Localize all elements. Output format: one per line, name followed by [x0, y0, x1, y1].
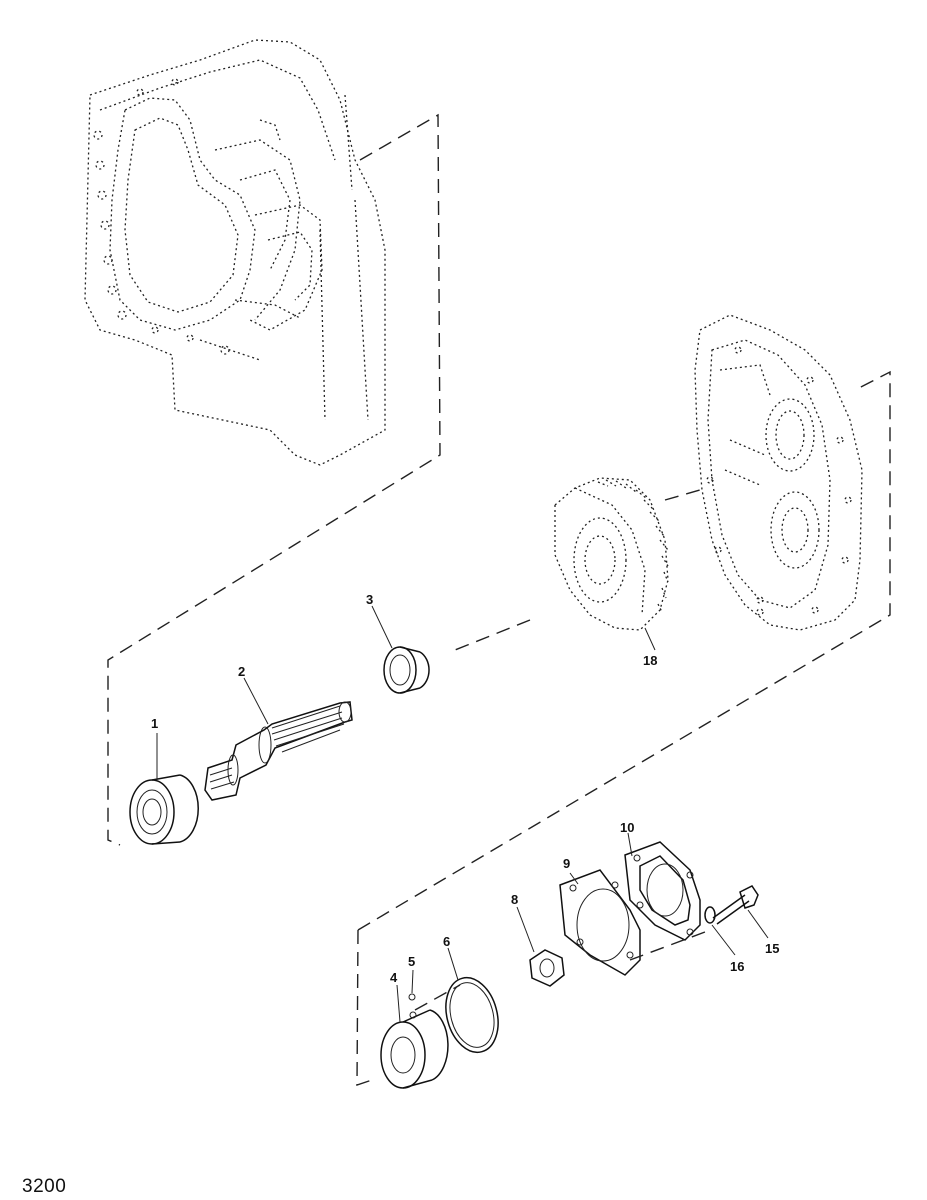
snap-ring-6: [445, 976, 499, 1054]
assembly-boundary-lines: [107, 113, 891, 1086]
part-label-2: 2: [238, 664, 245, 679]
rear-cover-housing: [694, 314, 863, 631]
part-label-1: 1: [151, 716, 158, 731]
part-label-10: 10: [620, 820, 634, 835]
bearing-retainer-10: [624, 841, 701, 941]
transmission-housing: [84, 39, 386, 466]
washer-16: [704, 906, 716, 924]
part-label-16: 16: [730, 959, 744, 974]
part-label-8: 8: [511, 892, 518, 907]
nut-8: [529, 949, 565, 987]
bearing-4: [380, 1009, 449, 1089]
driven-gear: [554, 477, 669, 631]
bearing-1: [129, 774, 199, 845]
output-shaft: [204, 701, 353, 801]
part-label-15: 15: [765, 941, 779, 956]
set-screw-5: [408, 993, 416, 1001]
gasket-9: [559, 869, 641, 976]
part-label-18: 18: [643, 653, 657, 668]
part-label-6: 6: [443, 934, 450, 949]
figure-number: 3200: [22, 1176, 67, 1197]
bolt-15: [712, 885, 759, 925]
part-label-3: 3: [366, 592, 373, 607]
part-label-4: 4: [390, 970, 398, 985]
bearing-3: [383, 646, 430, 694]
part-label-9: 9: [563, 856, 570, 871]
leader-lines: [156, 605, 769, 1023]
part-label-5: 5: [408, 954, 415, 969]
